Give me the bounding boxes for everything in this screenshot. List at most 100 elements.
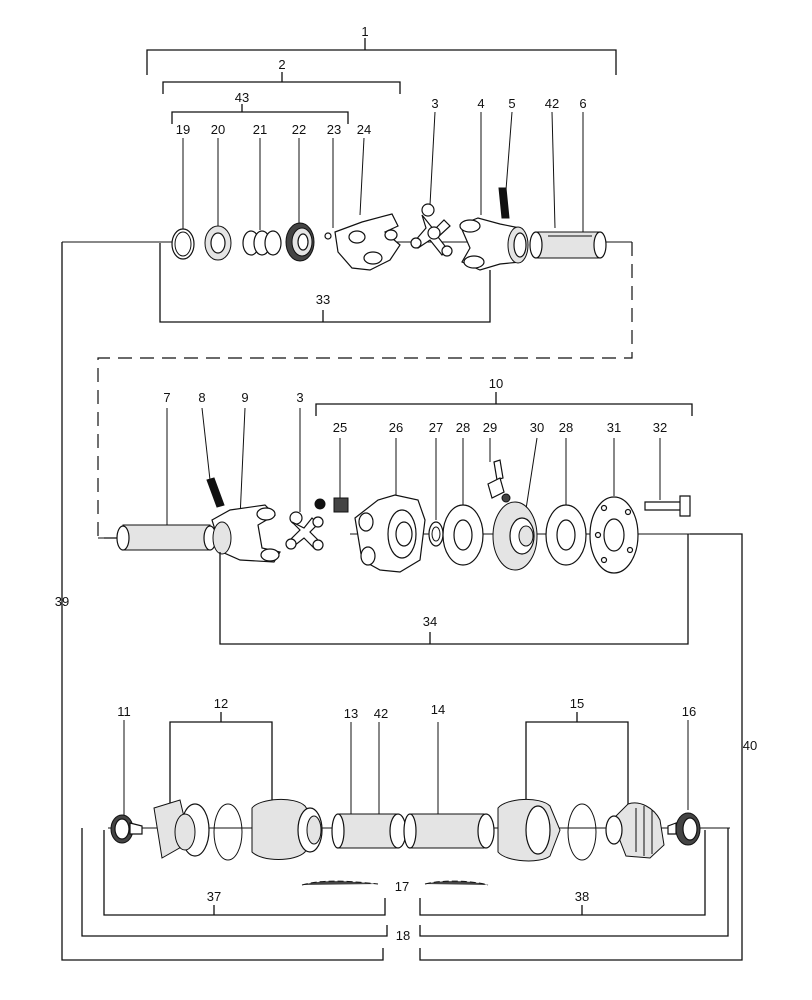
callout-3-mid: 3 [296,390,303,405]
bracket-33 [159,243,491,323]
leader-3-top [429,111,436,206]
bracket-18-right [419,828,729,937]
callout-3-top: 3 [431,96,438,111]
callout-24: 24 [357,122,371,137]
bracket-38 [419,830,706,916]
seal-ring-12 [213,803,243,861]
callout-28b: 28 [559,420,573,435]
callout-40: 40 [743,738,757,753]
seal-ring-15 [567,803,597,861]
callout-10: 10 [489,376,503,391]
bracket-40 [419,533,743,961]
yoke-24 [334,213,401,271]
bracket-39 [61,242,384,961]
callout-20: 20 [211,122,225,137]
yoke-24-hole-c [384,229,398,241]
tube-7 [116,524,217,551]
bracket-34 [219,534,689,645]
callout-18: 18 [396,928,410,943]
bracket-37 [103,830,386,916]
callout-37: 37 [207,889,221,904]
callout-1: 1 [361,24,368,39]
guard-tube-14 [403,813,495,849]
ring-21c [264,230,282,256]
bush-27 [428,521,444,547]
spring-25 [314,497,349,513]
tube-6 [529,231,607,259]
callout-8: 8 [198,390,205,405]
guard-cone-12b [251,799,323,860]
callout-43: 43 [235,90,249,105]
callout-11: 11 [117,704,131,719]
leader-8 [201,407,211,481]
callout-27: 27 [429,420,443,435]
callout-16: 16 [682,704,696,719]
disc-28a-hole [453,519,473,551]
callout-30: 30 [530,420,544,435]
leader-5 [505,111,513,191]
callout-12: 12 [214,696,228,711]
guard-cone-15b [605,802,665,859]
callout-34: 34 [423,614,437,629]
callout-6: 6 [579,96,586,111]
callout-19: 19 [176,122,190,137]
disc-28b-hole [556,519,576,551]
callout-4: 4 [477,96,484,111]
clip-11 [110,814,143,844]
safety-chain-17a [301,880,379,886]
pin-8 [206,477,225,508]
bearing-20-inner [210,232,226,254]
callout-15: 15 [570,696,584,711]
bolt-32 [644,495,691,517]
callout-23: 23 [327,122,341,137]
hub-30 [492,501,538,571]
callout-25: 25 [333,420,347,435]
cross-journal-3-mid [285,511,324,551]
bracket-10 [315,403,693,416]
callout-29: 29 [483,420,497,435]
clip-16 [667,812,701,846]
yoke-24-hole-a [348,230,366,244]
callout-41: 42 [545,96,559,111]
safety-chain-17b [424,880,489,886]
guard-cone-15a [497,799,561,862]
callout-42: 42 [374,706,388,721]
callout-28a: 28 [456,420,470,435]
snap-ring-19-inner [174,231,192,257]
leader-41 [551,111,556,229]
callout-14: 14 [431,702,445,717]
yoke-9 [211,504,281,563]
callout-2: 2 [278,57,285,72]
callout-22: 22 [292,122,306,137]
bracket-18-left [81,828,388,937]
bush-27-inner [431,526,441,542]
guard-tube-13 [331,813,407,849]
callout-9: 9 [241,390,248,405]
bracket-15 [525,721,629,806]
cross-journal-3-top [410,203,453,257]
grease-pin-5 [498,187,510,219]
bracket-1 [146,49,617,75]
callout-38: 38 [575,889,589,904]
callout-39: 39 [55,594,69,609]
callout-32: 32 [653,420,667,435]
bearing-22-inner [297,233,309,251]
callout-17: 17 [395,879,409,894]
bracket-12 [169,721,273,806]
pressure-plate-31 [589,496,639,574]
bracket-43 [171,111,349,124]
callout-26: 26 [389,420,403,435]
leader-24 [359,137,365,216]
callout-5: 5 [508,96,515,111]
callout-33: 33 [316,292,330,307]
yoke-4 [459,217,529,271]
callout-31: 31 [607,420,621,435]
bracket-2 [162,81,401,94]
pin-23 [324,232,332,240]
bolt-29 [487,459,511,503]
flange-yoke-26 [354,494,426,573]
leader-9 [239,407,246,519]
callout-13: 13 [344,706,358,721]
